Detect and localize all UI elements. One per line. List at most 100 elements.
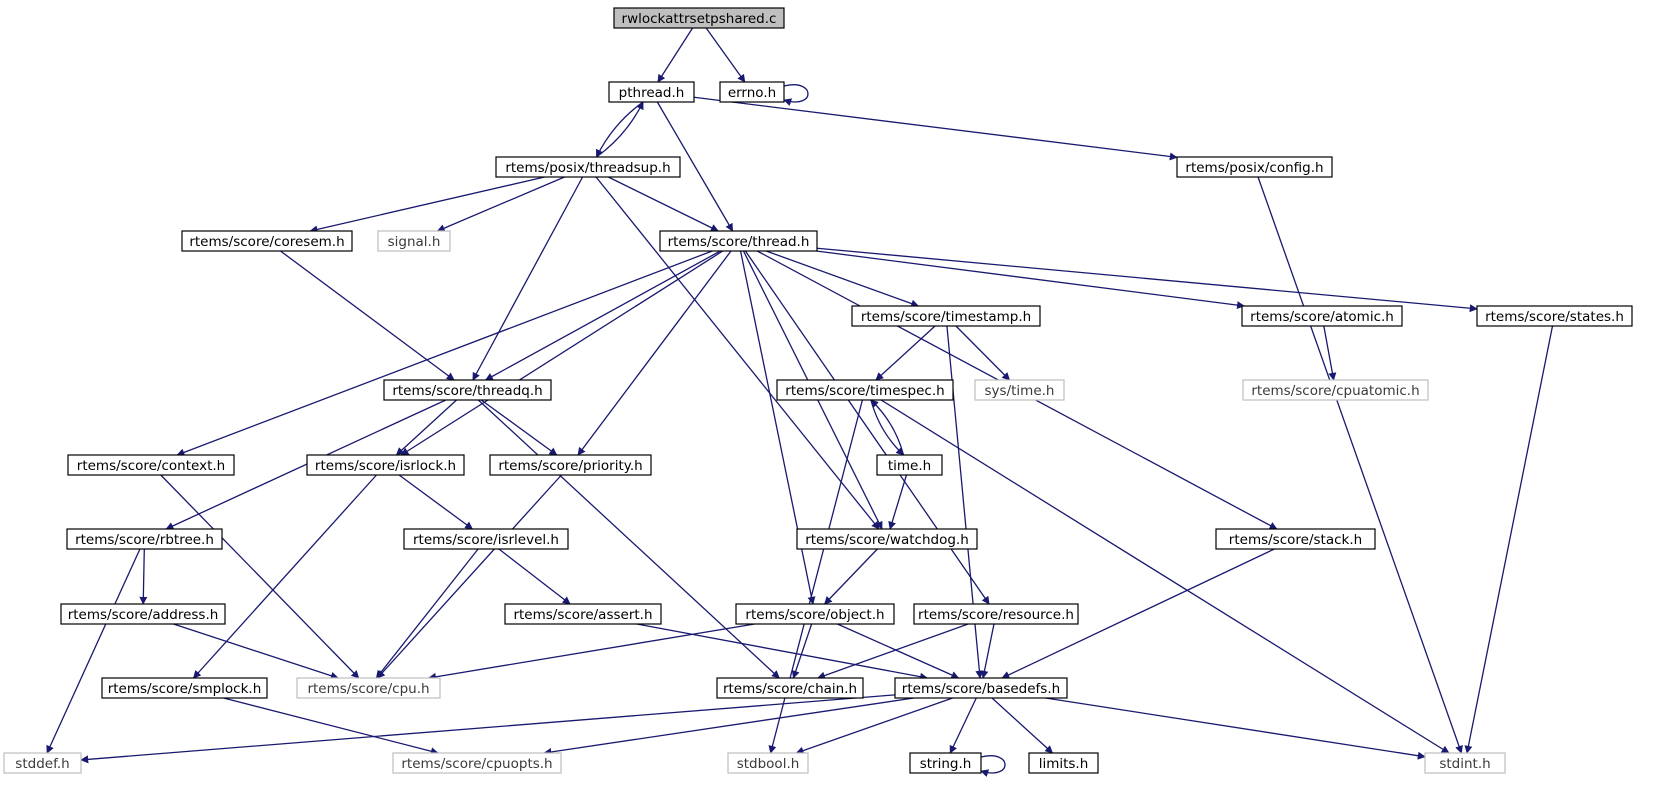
- edge-assert-to-basedefs: [636, 623, 929, 681]
- node-label: rtems/score/stack.h: [1229, 532, 1362, 548]
- node-signal[interactable]: signal.h: [377, 230, 451, 252]
- edge-object-to-basedefs: [837, 623, 960, 679]
- node-smplock[interactable]: rtems/score/smplock.h: [101, 677, 268, 699]
- node-label: rtems/score/isrlock.h: [315, 458, 456, 474]
- node-root[interactable]: rwlockattrsetpshared.c: [613, 7, 785, 29]
- edge-resource-to-basedefs: [980, 623, 995, 679]
- node-box: [659, 230, 818, 252]
- edge-thread-to-object: [739, 250, 816, 605]
- node-timespec[interactable]: rtems/score/timespec.h: [776, 379, 954, 401]
- edge-root-to-errno: [705, 27, 746, 83]
- node-label: rtems/score/object.h: [745, 607, 884, 623]
- node-states[interactable]: rtems/score/states.h: [1476, 305, 1633, 327]
- node-atomic[interactable]: rtems/score/atomic.h: [1241, 305, 1403, 327]
- node-chain[interactable]: rtems/score/chain.h: [716, 677, 864, 699]
- edge-isrlock-to-smplock: [192, 474, 377, 679]
- node-label: rtems/score/atomic.h: [1250, 309, 1394, 325]
- node-box: [392, 752, 562, 774]
- node-label: rtems/score/basedefs.h: [902, 681, 1060, 697]
- node-stringh[interactable]: string.h: [909, 752, 982, 774]
- node-box: [3, 752, 82, 774]
- node-basedefs[interactable]: rtems/score/basedefs.h: [894, 677, 1068, 699]
- node-threadq[interactable]: rtems/score/threadq.h: [383, 379, 552, 401]
- node-box: [403, 528, 569, 550]
- node-label: rtems/score/chain.h: [723, 681, 857, 697]
- node-label: rtems/score/isrlevel.h: [413, 532, 559, 548]
- edge-basedefs-to-stdbool: [795, 697, 953, 755]
- node-label: rtems/score/priority.h: [498, 458, 642, 474]
- edge-root-to-pthread: [657, 27, 694, 83]
- node-label: stddef.h: [15, 756, 69, 772]
- node-box: [1242, 379, 1429, 401]
- node-box: [796, 528, 978, 550]
- node-box: [1424, 752, 1506, 774]
- edge-priority-to-cpu: [377, 474, 562, 679]
- node-thread[interactable]: rtems/score/thread.h: [659, 230, 818, 252]
- node-systime[interactable]: sys/time.h: [974, 379, 1065, 401]
- node-pthread[interactable]: pthread.h: [608, 81, 695, 103]
- node-object[interactable]: rtems/score/object.h: [735, 603, 895, 625]
- node-pconfig[interactable]: rtems/posix/config.h: [1176, 156, 1333, 178]
- edge-thread-to-isrlock: [400, 250, 724, 456]
- edge-thread-to-states: [816, 247, 1478, 313]
- node-stdint[interactable]: stdint.h: [1424, 752, 1506, 774]
- node-box: [974, 379, 1065, 401]
- node-label: rtems/score/threadq.h: [392, 383, 542, 399]
- edge-threadsup-to-threadq: [472, 176, 584, 381]
- node-rbtree[interactable]: rtems/score/rbtree.h: [66, 528, 223, 550]
- node-cpuatomic[interactable]: rtems/score/cpuatomic.h: [1242, 379, 1429, 401]
- node-errno[interactable]: errno.h: [719, 81, 785, 103]
- edge-thread-to-timestamp: [765, 250, 920, 308]
- edge-timestamp-to-timespec: [875, 325, 936, 381]
- node-resource[interactable]: rtems/score/resource.h: [913, 603, 1079, 625]
- node-label: rwlockattrsetpshared.c: [622, 11, 777, 27]
- node-label: rtems/posix/config.h: [1185, 160, 1323, 176]
- node-isrlevel[interactable]: rtems/score/isrlevel.h: [403, 528, 569, 550]
- node-box: [1241, 305, 1403, 327]
- node-priority[interactable]: rtems/score/priority.h: [489, 454, 652, 476]
- edge-thread-to-atomic: [816, 250, 1245, 310]
- edge-threadsup-to-pthread: [596, 101, 644, 158]
- node-timestamp[interactable]: rtems/score/timestamp.h: [851, 305, 1041, 327]
- node-label: stdbool.h: [737, 756, 800, 772]
- edge-states-to-stdint: [1464, 325, 1554, 754]
- node-watchdog[interactable]: rtems/score/watchdog.h: [796, 528, 978, 550]
- node-label: pthread.h: [619, 85, 685, 101]
- edge-timespec-to-stdint: [880, 399, 1450, 754]
- node-box: [377, 230, 451, 252]
- node-timeh[interactable]: time.h: [876, 454, 943, 476]
- node-context[interactable]: rtems/score/context.h: [67, 454, 235, 476]
- node-box: [719, 81, 785, 103]
- edge-threadsup-to-coresem: [309, 176, 545, 234]
- node-stddef[interactable]: stddef.h: [3, 752, 82, 774]
- node-address[interactable]: rtems/score/address.h: [60, 603, 226, 625]
- node-label: rtems/score/cpu.h: [307, 681, 429, 697]
- node-box: [504, 603, 662, 625]
- node-cpuopts[interactable]: rtems/score/cpuopts.h: [392, 752, 562, 774]
- node-label: rtems/posix/threadsup.h: [505, 160, 670, 176]
- node-label: rtems/score/address.h: [68, 607, 219, 623]
- node-cpu[interactable]: rtems/score/cpu.h: [296, 677, 441, 699]
- node-threadsup[interactable]: rtems/posix/threadsup.h: [495, 156, 681, 178]
- node-box: [727, 752, 809, 774]
- node-box: [101, 677, 268, 699]
- node-limits[interactable]: limits.h: [1028, 752, 1099, 774]
- node-isrlock[interactable]: rtems/score/isrlock.h: [306, 454, 465, 476]
- edge-thread-to-priority: [577, 250, 732, 456]
- node-box: [894, 677, 1068, 699]
- node-box: [913, 603, 1079, 625]
- node-box: [1176, 156, 1333, 178]
- node-assert[interactable]: rtems/score/assert.h: [504, 603, 662, 625]
- edge-rbtree-to-stddef: [46, 548, 141, 754]
- node-label: rtems/score/timestamp.h: [861, 309, 1031, 325]
- edge-coresem-to-threadq: [280, 250, 455, 381]
- edge-pthread-to-threadsup: [595, 101, 644, 158]
- edge-threadq-to-chain: [477, 399, 780, 679]
- node-stdbool[interactable]: stdbool.h: [727, 752, 809, 774]
- edge-pconfig-to-stdint: [1257, 176, 1463, 754]
- node-coresem[interactable]: rtems/score/coresem.h: [181, 230, 353, 252]
- node-box: [735, 603, 895, 625]
- node-stack[interactable]: rtems/score/stack.h: [1215, 528, 1376, 550]
- edge-basedefs-to-limits: [991, 697, 1054, 754]
- node-label: rtems/score/cpuopts.h: [401, 756, 552, 772]
